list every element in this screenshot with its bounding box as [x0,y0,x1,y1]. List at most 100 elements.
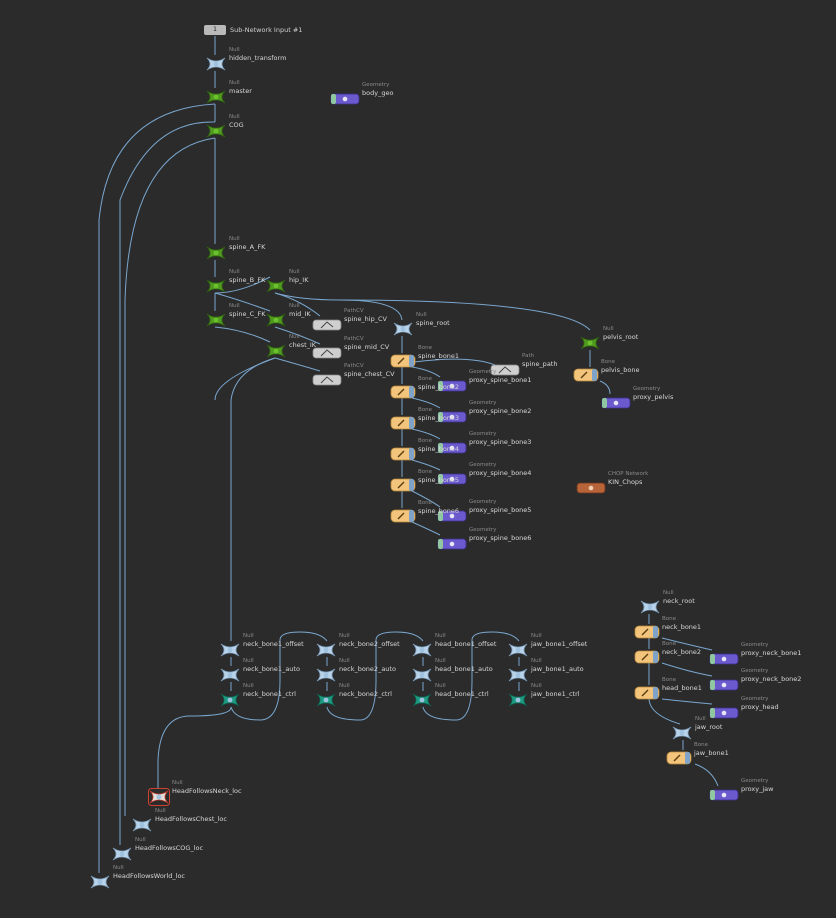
node-name-label[interactable]: spine_bone3 [418,414,460,422]
node-name-label[interactable]: proxy_spine_bone2 [469,407,532,415]
null-green-icon[interactable] [205,122,227,138]
node-name-label[interactable]: proxy_spine_bone1 [469,376,532,384]
null-green-icon[interactable] [205,311,227,327]
geometry-node-icon[interactable] [709,786,739,802]
geometry-node-icon[interactable] [437,439,467,455]
bone-icon[interactable] [390,384,416,400]
node-name-label[interactable]: body_geo [362,89,394,97]
node-name-label[interactable]: neck_bone1 [662,623,702,631]
node-name-label[interactable]: spine_bone5 [418,476,460,484]
null-blue-icon[interactable] [411,641,433,657]
geometry-node-icon[interactable] [437,507,467,523]
bone-icon[interactable] [634,685,660,701]
node-name-label[interactable]: pelvis_bone [601,366,640,374]
null-green-icon[interactable] [205,244,227,260]
node-name-label[interactable]: proxy_neck_bone2 [741,675,802,683]
pathcv-icon[interactable] [312,344,342,360]
node-name-label[interactable]: neck_bone1_offset [243,640,304,648]
null-green-icon[interactable] [265,277,287,293]
null-blue-icon[interactable] [315,641,337,657]
node-name-label[interactable]: COG [229,121,244,129]
node-name-label[interactable]: jaw_bone1_offset [531,640,588,648]
bone-icon[interactable] [666,750,692,766]
bone-icon[interactable] [390,415,416,431]
null-blue-icon[interactable] [219,641,241,657]
geometry-node-icon[interactable] [437,377,467,393]
null-green-icon[interactable] [265,311,287,327]
node-name-label[interactable]: neck_root [663,597,695,605]
node-name-label[interactable]: head_bone1_auto [435,665,493,673]
node-name-label[interactable]: neck_bone2 [662,648,702,656]
null-blue-icon[interactable] [111,845,133,861]
node-name-label[interactable]: neck_bone2_ctrl [339,690,392,698]
null-teal-icon[interactable] [507,691,529,707]
node-name-label[interactable]: neck_bone1_ctrl [243,690,296,698]
node-name-label[interactable]: spine_A_FK [229,243,266,251]
node-name-label[interactable]: spine_bone4 [418,445,460,453]
null-green-icon[interactable] [579,334,601,350]
null-blue-icon[interactable] [205,55,227,71]
bone-icon[interactable] [390,446,416,462]
node-name-label[interactable]: jaw_bone1_auto [531,665,584,673]
node-name-label[interactable]: head_bone1_ctrl [435,690,489,698]
geometry-node-icon[interactable] [709,650,739,666]
null-blue-icon[interactable] [411,666,433,682]
node-name-label[interactable]: KIN_Chops [608,478,643,486]
node-name-label[interactable]: HeadFollowsNeck_loc [172,787,242,795]
subnet-input-node[interactable]: 1 [204,25,226,35]
node-name-label[interactable]: jaw_root [695,723,723,731]
node-name-label[interactable]: hip_IK [289,276,309,284]
node-name-label[interactable]: jaw_bone1 [694,749,729,757]
node-name-label[interactable]: HeadFollowsChest_loc [155,815,227,823]
node-name-label[interactable]: neck_bone2_auto [339,665,396,673]
null-blue-icon[interactable] [315,666,337,682]
null-blue-icon[interactable] [89,873,111,889]
node-name-label[interactable]: proxy_pelvis [633,393,674,401]
pathcv-icon[interactable] [312,371,342,387]
node-name-label[interactable]: jaw_bone1_ctrl [531,690,580,698]
bone-icon[interactable] [390,477,416,493]
node-name-label[interactable]: spine_C_FK [229,310,266,318]
node-name-label[interactable]: head_bone1 [662,684,702,692]
null-selected-icon[interactable] [148,788,170,806]
geometry-node-icon[interactable] [709,704,739,720]
node-name-label[interactable]: proxy_spine_bone5 [469,506,532,514]
node-name-label[interactable]: proxy_neck_bone1 [741,649,802,657]
null-blue-icon[interactable] [131,816,153,832]
node-name-label[interactable]: spine_B_FK [229,276,266,284]
geometry-node-icon[interactable] [437,408,467,424]
node-name-label[interactable]: proxy_jaw [741,785,774,793]
node-name-label[interactable]: hidden_transform [229,54,287,62]
node-name-label[interactable]: spine_bone6 [418,507,460,515]
geometry-node-icon[interactable] [437,470,467,486]
node-name-label[interactable]: spine_hip_CV [344,315,387,323]
null-blue-icon[interactable] [507,666,529,682]
node-name-label[interactable]: mid_IK [289,310,311,318]
node-name-label[interactable]: spine_bone2 [418,383,460,391]
bone-icon[interactable] [390,353,416,369]
node-name-label[interactable]: HeadFollowsWorld_loc [113,872,186,880]
node-name-label[interactable]: proxy_spine_bone3 [469,438,532,446]
node-name-label[interactable]: proxy_spine_bone4 [469,469,532,477]
null-green-icon[interactable] [265,342,287,358]
node-name-label[interactable]: neck_bone2_offset [339,640,400,648]
node-name-label[interactable]: spine_bone1 [418,352,460,360]
node-name-label[interactable]: HeadFollowsCOG_loc [135,844,204,852]
null-blue-icon[interactable] [219,666,241,682]
node-name-label[interactable]: chest_IK [289,341,317,349]
bone-icon[interactable] [390,508,416,524]
bone-icon[interactable] [634,624,660,640]
geometry-node-icon[interactable] [437,535,467,551]
null-blue-icon[interactable] [671,724,693,740]
null-blue-icon[interactable] [639,598,661,614]
node-name-label[interactable]: spine_root [416,319,450,327]
null-green-icon[interactable] [205,277,227,293]
node-name-label[interactable]: pelvis_root [603,333,639,341]
path-icon[interactable] [490,361,520,377]
node-name-label[interactable]: head_bone1_offset [435,640,497,648]
pathcv-icon[interactable] [312,316,342,332]
null-green-icon[interactable] [205,88,227,104]
node-name-label[interactable]: proxy_head [741,703,779,711]
bone-icon[interactable] [634,649,660,665]
node-name-label[interactable]: master [229,87,252,95]
